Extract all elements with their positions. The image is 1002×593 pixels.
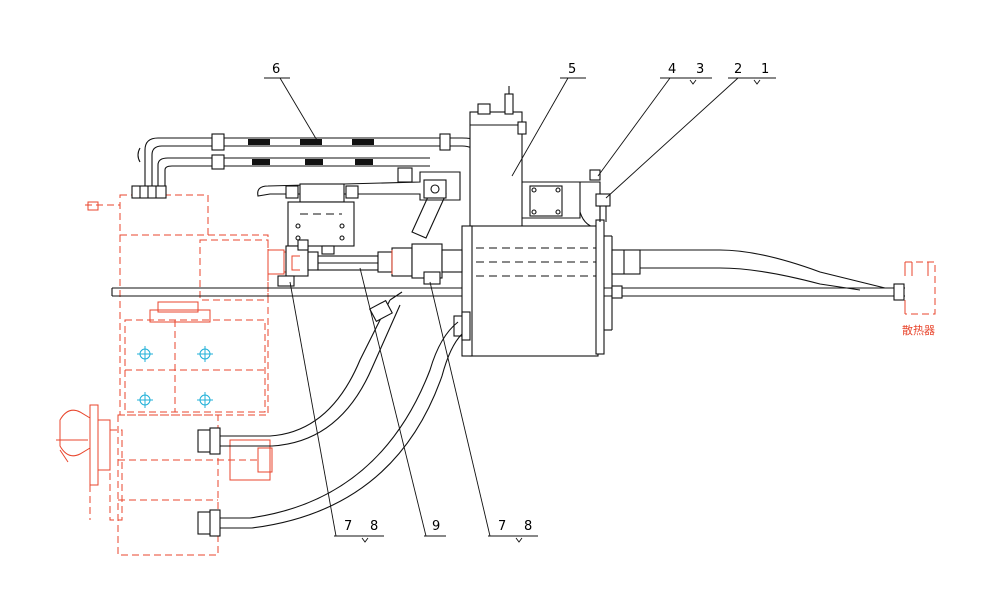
centerline-marks [137, 346, 213, 408]
radiator-label: 散热器 [902, 323, 935, 337]
callout-7-left-label: 7 [344, 519, 352, 534]
winch-drum [453, 169, 641, 357]
radiator-lines [611, 249, 905, 301]
callout-6-label: 6 [272, 62, 280, 77]
callout-2-label: 2 [734, 62, 742, 77]
control-valve-assembly [257, 167, 461, 255]
drive-shaft-9 [277, 239, 463, 287]
callout-9-label: 9 [432, 519, 440, 534]
callout-8-left-label: 8 [370, 519, 378, 534]
callout-7-right-label: 7 [498, 519, 506, 534]
callout-8-right-label: 8 [524, 519, 532, 534]
oil-tank-5 [469, 86, 601, 231]
callout-7-8-right: 7 8 [429, 281, 538, 543]
radiator: 散热器 [902, 261, 936, 337]
callout-2-1: 2 1 [605, 62, 776, 199]
callout-5-label: 5 [568, 62, 576, 77]
callout-6: 6 [264, 62, 319, 143]
callout-3-label: 3 [696, 62, 704, 77]
callout-7-8-left: 7 8 [289, 281, 384, 543]
hose-stripes [248, 139, 374, 165]
callout-1-label: 1 [761, 62, 769, 77]
callout-4-3: 4 3 [597, 62, 712, 177]
callout-9: 9 [359, 267, 446, 537]
callout-4-label: 4 [668, 62, 676, 77]
callout-5: 5 [511, 62, 586, 177]
engine-reference-outline [56, 194, 291, 556]
pump-hoses [197, 291, 463, 537]
